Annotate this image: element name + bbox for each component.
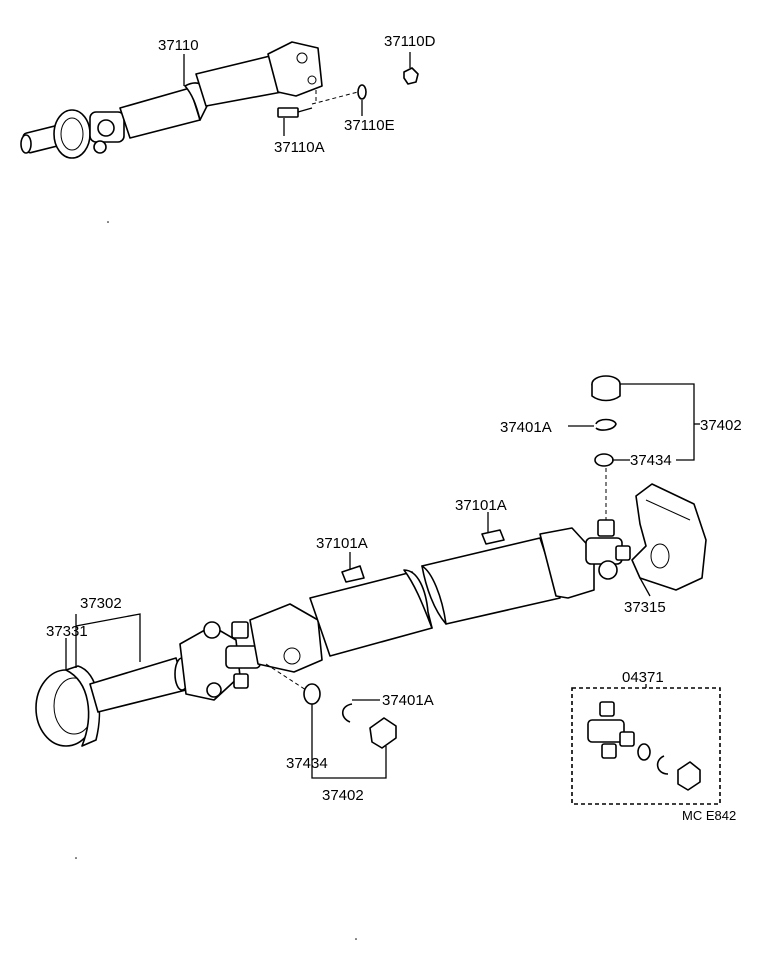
label-37110E: 37110E [344,117,395,134]
upper-spider-kit [591,375,621,520]
label-37302: 37302 [80,595,122,612]
label-37101A-left: 37101A [316,535,368,552]
label-37434-lower: 37434 [286,755,328,772]
label-37401A-upper: 37401A [500,419,552,436]
label-37434-upper: 37434 [630,452,672,469]
label-37402-lower: 37402 [322,787,364,804]
label-37110A: 37110A [274,139,325,156]
label-37331: 37331 [46,623,88,640]
catalog-code: MC E842 [682,808,736,823]
label-37315: 37315 [624,599,666,616]
lower-spider-kit [265,663,397,749]
label-37110: 37110 [158,37,199,54]
label-37101A-right: 37101A [455,497,507,514]
label-37402-upper: 37402 [700,417,742,434]
label-04371: 04371 [622,669,664,686]
label-37110D: 37110D [384,33,436,50]
upper-propeller-shaft [20,41,419,159]
label-37401A-lower: 37401A [382,692,434,709]
kit-04371-parts [587,701,701,791]
lower-propeller-shaft [35,483,707,747]
